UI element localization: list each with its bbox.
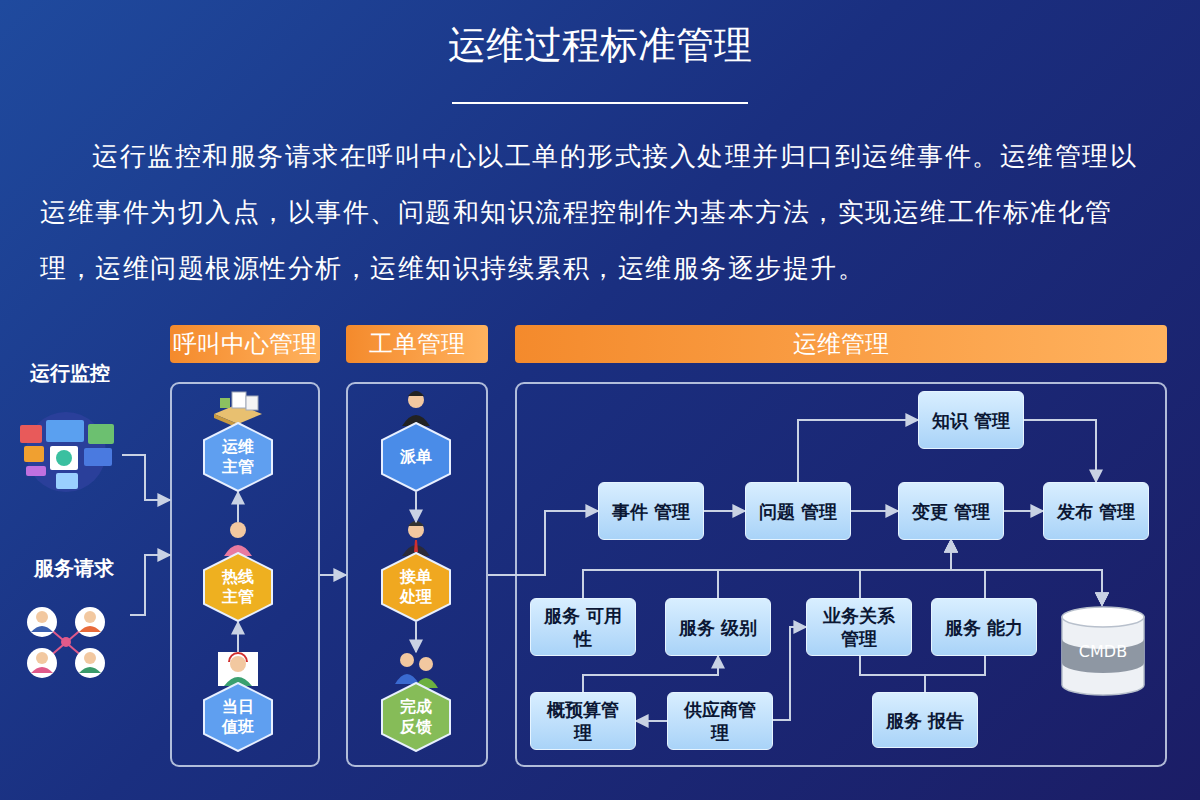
role-hexagon: 热线 主管 — [203, 522, 273, 622]
section-panel: 运维管理知识 管理事件 管理问题 管理变更 管理发布 管理服务 可用性服务 级别… — [515, 382, 1167, 767]
role-label: 当日 值班 — [217, 697, 259, 737]
role-hexagon: 派单 — [381, 392, 451, 492]
role-hexagon: 运维 主管 — [203, 392, 273, 492]
box-label: 供应商管 理 — [679, 698, 762, 744]
flow-connector — [798, 420, 918, 482]
source-item: 服务请求 — [18, 555, 130, 690]
box-label: 服务 级别 — [679, 616, 757, 639]
process-box: 概预算管 理 — [530, 692, 636, 750]
title-rule — [452, 102, 748, 104]
box-label: 业务关系 管理 — [818, 604, 901, 650]
flow-connector — [636, 720, 667, 722]
flow-connector — [860, 656, 925, 692]
flow-connector — [320, 574, 346, 576]
box-label: 服务 可用性 — [542, 604, 625, 650]
role-label: 热线 主管 — [217, 567, 259, 607]
page-title: 运维过程标准管理 — [0, 18, 1200, 72]
role-hexagon: 接单 处理 — [381, 522, 451, 622]
process-box: 变更 管理 — [898, 482, 1004, 540]
process-box: 服务 报告 — [872, 692, 978, 748]
intro-paragraph: 运行监控和服务请求在呼叫中心以工单的形式接入处理并归口到运维事件。运维管理以 运… — [40, 128, 1152, 296]
person-icon — [402, 521, 430, 556]
role-label: 接单 处理 — [395, 567, 437, 607]
box-label: 问题 管理 — [759, 500, 837, 523]
box-label: 服务 报告 — [886, 709, 964, 732]
section-header: 呼叫中心管理 — [170, 325, 320, 363]
process-box: 发布 管理 — [1043, 482, 1149, 540]
section-header: 工单管理 — [346, 325, 488, 363]
flow-connector — [130, 555, 170, 615]
database-label: CMDB — [1079, 642, 1127, 661]
flow-connector — [122, 455, 170, 500]
process-box: 供应商管 理 — [667, 692, 773, 750]
headset-person-icon — [218, 652, 258, 686]
source-item: 运行监控 — [18, 360, 122, 480]
flow-connector — [1004, 510, 1043, 512]
flow-connector — [415, 622, 417, 652]
flow-connector — [415, 492, 417, 522]
flow-connector — [704, 510, 745, 512]
process-box: 问题 管理 — [745, 482, 851, 540]
database-cylinder: CMDB — [1060, 605, 1146, 697]
source-label: 服务请求 — [18, 555, 130, 582]
role-label: 派单 — [400, 447, 432, 467]
box-label: 发布 管理 — [1057, 500, 1135, 523]
box-label: 变更 管理 — [912, 500, 990, 523]
source-label: 运行监控 — [18, 360, 122, 387]
process-box: 事件 管理 — [598, 482, 704, 540]
box-label: 概预算管 理 — [542, 698, 625, 744]
section-header: 运维管理 — [515, 325, 1167, 363]
role-hexagon: 当日 值班 — [203, 652, 273, 752]
section-panel: 工单管理派单接单 处理完成 反馈 — [346, 382, 488, 767]
role-hexagon: 完成 反馈 — [381, 652, 451, 752]
dashboard-icon — [20, 412, 114, 492]
process-box: 知识 管理 — [918, 391, 1024, 449]
person-icon — [224, 522, 252, 556]
people-icon — [27, 607, 105, 678]
box-label: 服务 能力 — [945, 616, 1023, 639]
process-box: 业务关系 管理 — [806, 598, 912, 656]
flow-connector — [1024, 420, 1096, 482]
flow-connector — [237, 622, 239, 652]
flow-connector — [583, 656, 718, 692]
flow-connector — [488, 511, 598, 575]
box-label: 事件 管理 — [612, 500, 690, 523]
flow-connector — [237, 492, 239, 522]
role-label: 运维 主管 — [217, 437, 259, 477]
role-label: 完成 反馈 — [395, 697, 437, 737]
box-label: 知识 管理 — [932, 409, 1010, 432]
process-box: 服务 可用性 — [530, 598, 636, 656]
process-box: 服务 级别 — [665, 598, 771, 656]
section-panel: 呼叫中心管理运维 主管热线 主管当日 值班 — [170, 382, 320, 767]
process-box: 服务 能力 — [931, 598, 1037, 656]
person-icon — [402, 391, 430, 426]
flow-connector — [773, 627, 806, 720]
flow-connector — [851, 510, 898, 512]
flow-connector — [925, 656, 985, 692]
